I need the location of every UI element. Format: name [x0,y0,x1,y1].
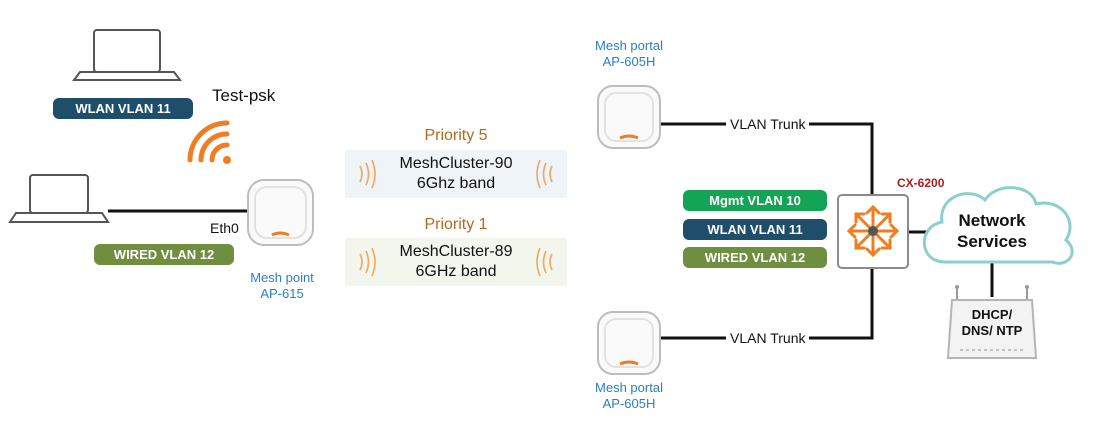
eth0-port-label: Eth0 [210,220,239,236]
radio-waves-right-2 [536,247,553,277]
trunk-link-bottom [658,268,874,340]
mesh-point-label: Mesh point AP-615 [232,270,332,302]
switch-model-label: CX-6200 [897,176,945,190]
wired-laptop-icon [8,174,110,223]
switch-icon [837,194,909,269]
cluster-band-1 [345,150,567,198]
server-label: DHCP/ DNS/ NTP [952,307,1032,339]
cloud-icon [922,186,1074,265]
radio-waves-left-2 [359,247,376,277]
radio-waves-right-1 [536,159,553,189]
mesh-cluster-2-name: MeshCluster-89 [399,243,513,260]
ssid-label: Test-psk [212,86,276,105]
laptop-icon [72,29,182,81]
mesh-point-ap-icon [247,179,314,246]
vlan-trunk-label-bottom: VLAN Trunk [726,330,810,346]
mesh-cluster-2: MeshCluster-89 6GHz band [370,242,542,282]
cloud-label: Network Services [940,210,1044,252]
radio-waves-left-1 [359,159,376,189]
server-icon [946,285,1038,359]
switch-wired-vlan-badge: WIRED VLAN 12 [683,247,827,268]
mesh-portal-bottom-role: Mesh portal [595,380,663,395]
mesh-cluster-1: MeshCluster-90 6Ghz band [370,154,542,194]
mesh-portal-bottom-model: AP-605H [602,396,656,411]
mesh-point-role: Mesh point [250,270,314,285]
mesh-portal-ap-icon-top [597,85,661,149]
mesh-cluster-1-band: 6Ghz band [416,175,496,192]
cloud-label-line1: Network [958,211,1026,230]
mesh-portal-top-label: Mesh portal AP-605H [577,38,681,70]
mesh-cluster-1-name: MeshCluster-90 [399,155,513,172]
server-label-line2: DNS/ NTP [961,323,1023,338]
cluster-band-2 [345,238,567,286]
priority-label-2: Priority 1 [424,216,488,233]
mesh-cluster-2-band: 6GHz band [415,263,497,280]
mesh-portal-top-model: AP-605H [602,54,656,69]
priority-label-1: Priority 5 [424,127,488,144]
vlan-trunk-label-top: VLAN Trunk [726,116,810,132]
mesh-portal-ap-icon-bottom [597,311,661,375]
trunk-link-top [658,122,874,195]
wired-vlan-badge: WIRED VLAN 12 [94,244,234,265]
server-label-line1: DHCP/ [971,307,1013,322]
cloud-label-line2: Services [957,232,1027,251]
switch-mgmt-vlan-badge: Mgmt VLAN 10 [683,190,827,211]
mesh-portal-top-role: Mesh portal [595,38,663,53]
mesh-point-model: AP-615 [260,286,304,301]
client-wlan-vlan-badge: WLAN VLAN 11 [53,98,193,119]
switch-wlan-vlan-badge: WLAN VLAN 11 [683,219,827,240]
mesh-portal-bottom-label: Mesh portal AP-605H [577,380,681,412]
wifi-icon [187,120,231,164]
